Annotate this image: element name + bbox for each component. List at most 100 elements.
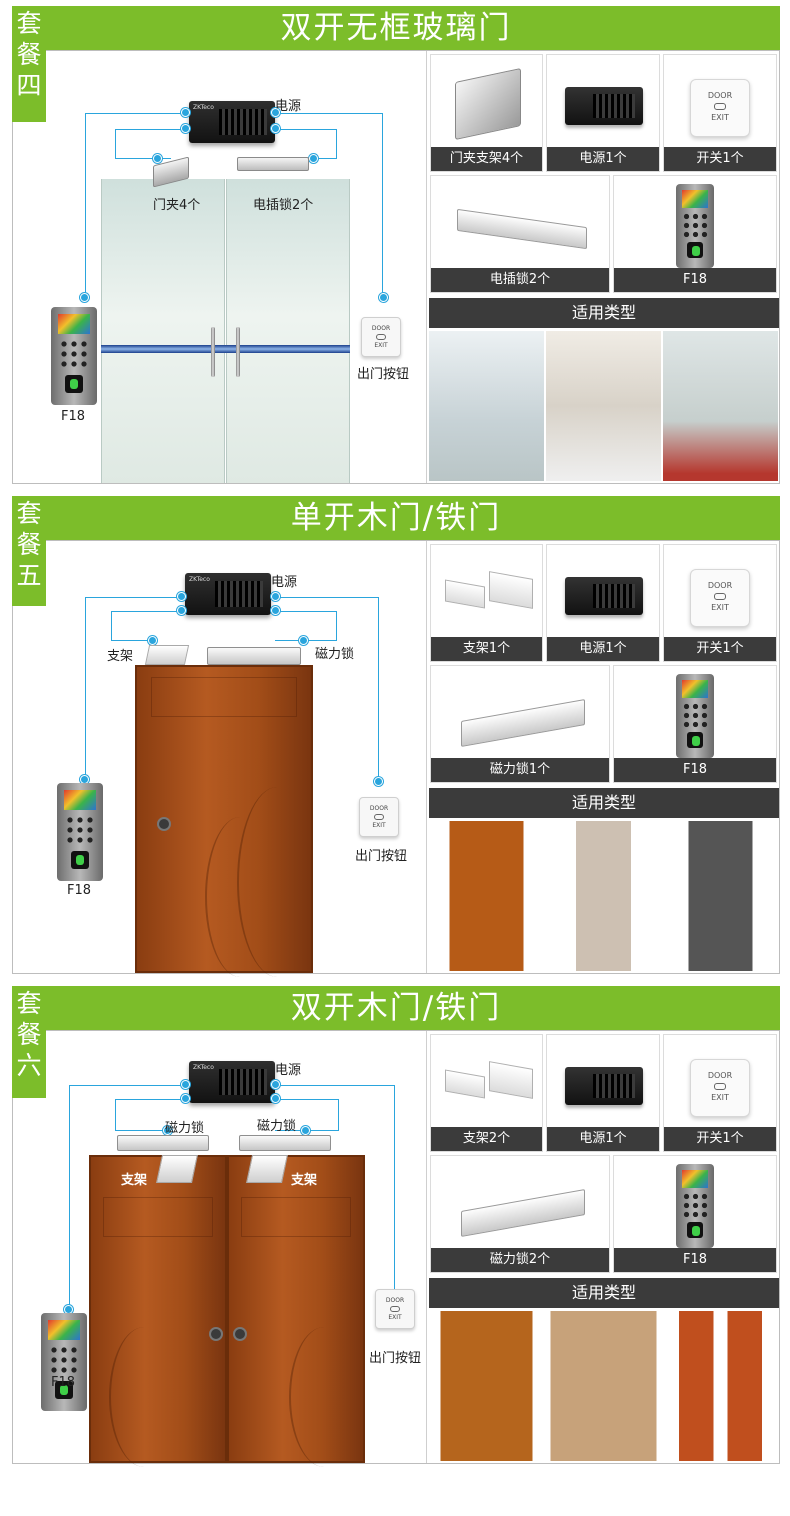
part-cell: F18	[613, 175, 777, 293]
magnetic-lock-icon	[239, 1135, 331, 1151]
package-6: 双开木门/铁门 套 餐 六 ZKTeco	[12, 986, 780, 1467]
wire	[115, 1099, 167, 1131]
magnetic-lock-icon	[461, 699, 585, 747]
package-header: 单开木门/铁门	[12, 496, 780, 540]
example-photo	[546, 1311, 661, 1461]
wire	[275, 597, 379, 783]
glass-door-left	[101, 179, 225, 483]
wooden-door-right	[227, 1155, 365, 1467]
bracket-icon	[445, 579, 485, 609]
part-caption: 电源1个	[547, 1127, 659, 1151]
part-cell: 电插锁2个	[430, 175, 610, 293]
wire	[85, 113, 187, 299]
package-header: 双开无框玻璃门	[12, 6, 780, 50]
wire-dot	[309, 154, 318, 163]
wire	[85, 597, 181, 781]
wire-dot	[80, 293, 89, 302]
magnetic-lock-icon	[207, 647, 301, 665]
wire-dot	[271, 108, 280, 117]
glass-door-right	[226, 179, 350, 483]
part-caption: 磁力锁2个	[431, 1248, 609, 1272]
reader-label: F18	[61, 409, 86, 424]
wire	[111, 611, 181, 612]
wire	[115, 129, 187, 130]
part-cell: 磁力锁1个	[430, 665, 610, 783]
door-handle-right	[236, 327, 240, 377]
package-5: 单开木门/铁门 套 餐 五 ZKTeco	[12, 496, 780, 977]
glass-clamp-icon	[455, 67, 521, 141]
package-title: 双开无框玻璃门	[280, 10, 512, 46]
door-handle	[157, 817, 171, 831]
wire-dot	[271, 1094, 280, 1103]
part-caption: 磁力锁1个	[431, 758, 609, 782]
part-cell: 电源1个	[546, 1034, 660, 1152]
example-photo	[663, 821, 778, 971]
fingerprint-reader-icon	[676, 184, 714, 268]
example-photo	[546, 821, 661, 971]
fingerprint-reader-icon	[676, 1164, 714, 1248]
clamp-label: 门夹4个	[153, 198, 201, 213]
wire-dot	[301, 1126, 310, 1135]
wire	[275, 113, 383, 295]
part-caption: 电源1个	[547, 147, 659, 171]
bracket-label-left: 支架	[121, 1173, 148, 1188]
example-photo	[663, 1311, 778, 1461]
example-photo	[429, 821, 544, 971]
example-photo	[546, 331, 661, 481]
fingerprint-reader-icon	[676, 674, 714, 758]
door-handle-right	[233, 1327, 247, 1341]
part-caption: 电插锁2个	[431, 268, 609, 292]
power-supply-icon: ZKTeco	[185, 573, 271, 615]
package-title: 单开木门/铁门	[290, 500, 502, 536]
door-handle-left	[211, 327, 215, 377]
exit-button-label: 出门按钮	[369, 1351, 422, 1366]
part-caption: 支架1个	[431, 637, 542, 661]
door-rail	[101, 345, 350, 353]
wire	[115, 1099, 187, 1100]
wire-dot	[181, 1094, 190, 1103]
bracket-icon	[156, 1155, 198, 1183]
applicable-types-title: 适用类型	[429, 298, 779, 328]
part-caption: F18	[614, 268, 776, 292]
electric-bolt-lock-icon	[237, 157, 309, 171]
bracket-label-right: 支架	[291, 1173, 318, 1188]
power-supply-icon: ZKTeco	[189, 101, 275, 143]
applicable-types-title: 适用类型	[429, 788, 779, 818]
example-photo	[429, 331, 544, 481]
magnetic-lock-icon	[117, 1135, 209, 1151]
power-label: 电源	[275, 99, 302, 114]
package-tag: 套 餐 六	[12, 986, 46, 1098]
fingerprint-reader-icon	[51, 307, 97, 405]
example-photo	[429, 1311, 544, 1461]
magnetic-lock-icon	[461, 1189, 585, 1237]
power-supply-icon	[565, 87, 643, 125]
part-cell: 支架2个	[430, 1034, 543, 1152]
part-cell: F18	[613, 1155, 777, 1273]
package-header: 双开木门/铁门	[12, 986, 780, 1030]
wire-dot	[153, 154, 162, 163]
package-title: 双开木门/铁门	[290, 990, 502, 1026]
wire-dot	[374, 777, 383, 786]
part-cell: 电源1个	[546, 54, 660, 172]
reader-label: F18	[67, 883, 92, 898]
part-caption: 开关1个	[664, 637, 776, 661]
example-photo	[663, 331, 778, 481]
wire-dot	[271, 1080, 280, 1089]
part-cell: 电源1个	[546, 544, 660, 662]
package-tag: 套 餐 五	[12, 496, 46, 606]
fingerprint-reader-icon	[57, 783, 103, 881]
power-label: 电源	[275, 1063, 302, 1078]
